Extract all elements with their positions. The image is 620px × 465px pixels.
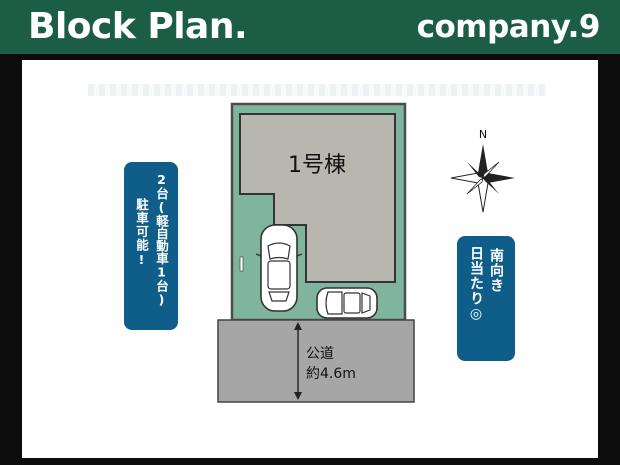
road-name: 公道: [306, 346, 334, 362]
header-bar: Block Plan. company.9: [0, 0, 620, 54]
entry-marker: [239, 256, 244, 272]
sun-note-line1: 南向き: [488, 248, 504, 293]
page-title: Block Plan.: [28, 6, 248, 47]
site-plan-canvas: N 1号棟 2台(軽自動車1台) 駐車可能! 南向き 日当たり◎ 公道 約4.6…: [22, 60, 598, 458]
road-width: 約4.6m: [306, 366, 356, 382]
sun-note-line2: 日当たり◎: [468, 246, 484, 323]
parking-note-line1: 2台(軽自動車1台): [154, 172, 169, 307]
building-footprint: [239, 113, 396, 283]
company-name: company.9: [416, 9, 601, 45]
parking-note-badge: 2台(軽自動車1台) 駐車可能!: [124, 162, 178, 330]
parking-note-line2: 駐車可能!: [134, 198, 149, 268]
compass-north-label: N: [479, 128, 487, 141]
compass-icon: N: [450, 128, 515, 213]
road-label: 公道 約4.6m: [306, 344, 356, 384]
building-label: 1号棟: [288, 153, 346, 178]
site-plan-drawing: N 1号棟: [217, 102, 515, 403]
public-road: [217, 319, 415, 403]
faded-background-band: [88, 84, 546, 96]
sun-note-badge: 南向き 日当たり◎: [457, 236, 515, 361]
car-horizontal-icon: [316, 287, 378, 319]
car-vertical-icon: [255, 224, 303, 312]
